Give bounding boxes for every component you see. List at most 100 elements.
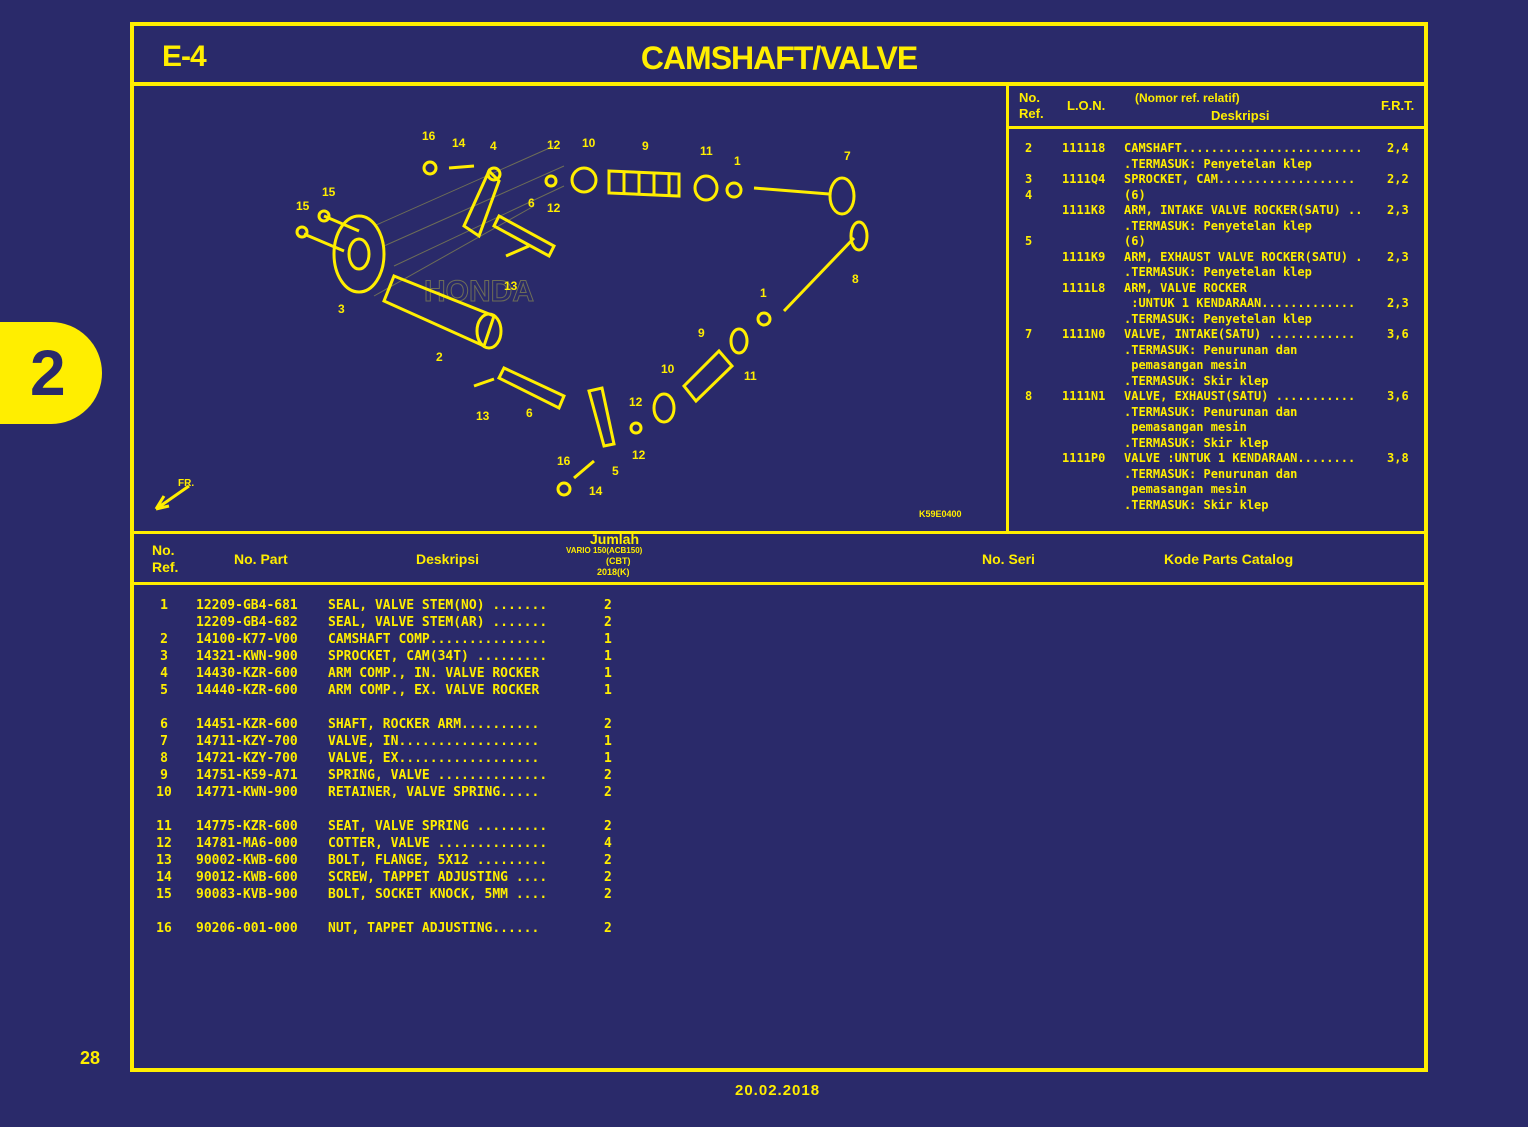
print-date: 20.02.2018 — [735, 1082, 821, 1099]
desc-header: Deskripsi — [1211, 108, 1270, 123]
frt-header: F.R.T. — [1381, 98, 1415, 113]
ref-row: :UNTUK 1 KENDARAAN.............2,3 — [1124, 296, 1409, 310]
ref-row: .TERMASUK: Penurunan dan — [1124, 404, 1298, 419]
no-ref-header: No. Ref. — [152, 542, 179, 575]
callout-6b: 6 — [526, 406, 533, 420]
callout-13b: 13 — [476, 409, 490, 423]
figure-code: K59E0400 — [919, 509, 962, 519]
callout-12d: 12 — [632, 448, 646, 462]
ref-row: 4(6) — [1025, 187, 1146, 202]
ref-row: .TERMASUK: Penyetelan klep — [1124, 218, 1312, 233]
callout-12: 12 — [547, 138, 561, 152]
callout-14: 14 — [452, 136, 466, 150]
reference-table: No. Ref. L.O.N. (Nomor ref. relatif) Des… — [1009, 86, 1424, 531]
callout-12c: 12 — [629, 395, 643, 409]
section-tab-label: 2 — [30, 337, 66, 409]
callout-7: 7 — [844, 149, 851, 163]
title-bar: E-4 CAMSHAFT/VALVE — [134, 26, 1424, 86]
ref-row: pemasangan mesin — [1124, 420, 1247, 434]
callout-4: 4 — [490, 139, 497, 153]
callout-2: 2 — [436, 350, 443, 364]
callout-5: 5 — [612, 464, 619, 478]
page-title: CAMSHAFT/VALVE — [640, 40, 918, 76]
callout-10b: 10 — [661, 362, 675, 376]
callout-1b: 1 — [760, 286, 767, 300]
page-number: 28 — [80, 1048, 101, 1068]
callout-8: 8 — [852, 272, 859, 286]
callout-13: 13 — [504, 279, 518, 293]
callout-12b: 12 — [547, 201, 561, 215]
relative-ref-header: (Nomor ref. relatif) — [1135, 91, 1240, 105]
reference-table-header: No. Ref. L.O.N. (Nomor ref. relatif) Des… — [1009, 86, 1424, 129]
catalog-page-frame: E-4 CAMSHAFT/VALVE HONDA — [130, 22, 1428, 1072]
callout-10: 10 — [582, 136, 596, 150]
callout-9b: 9 — [698, 326, 705, 340]
callout-3: 3 — [338, 302, 345, 316]
front-arrow-label: FR. — [178, 478, 195, 489]
parts-table-header: No. Ref. No. Part Deskripsi Jumlah VARIO… — [134, 531, 1424, 585]
qty-model: VARIO 150(ACB150) — [566, 546, 643, 555]
ref-row: .TERMASUK: Skir klep — [1124, 497, 1269, 512]
lon-header: L.O.N. — [1067, 98, 1106, 113]
ref-row: .TERMASUK: Skir klep — [1124, 373, 1269, 388]
divider-vertical — [1006, 86, 1009, 532]
ref-row: .TERMASUK: Skir klep — [1124, 435, 1269, 450]
qty-year: 2018(K) — [597, 567, 630, 577]
section-code: E-4 — [162, 40, 207, 73]
ref-row: .TERMASUK: Penurunan dan — [1124, 466, 1298, 481]
callout-1: 1 — [734, 154, 741, 168]
part-no-header: No. Part — [234, 551, 288, 567]
divider-horizontal — [134, 531, 1424, 534]
ref-no-header: No. Ref. — [1019, 90, 1044, 121]
callout-9: 9 — [642, 139, 649, 153]
callout-11: 11 — [700, 144, 713, 158]
ref-row: 5(6) — [1025, 234, 1146, 248]
serial-no-header: No. Seri — [982, 551, 1035, 567]
qty-header: Jumlah — [590, 531, 640, 547]
callout-11b: 11 — [744, 369, 757, 383]
ref-row: .TERMASUK: Penyetelan klep — [1124, 156, 1312, 171]
ref-row: .TERMASUK: Penyetelan klep — [1124, 311, 1312, 326]
callout-16: 16 — [422, 129, 436, 143]
callout-6: 6 — [528, 196, 535, 210]
ref-row: .TERMASUK: Penurunan dan — [1124, 342, 1298, 357]
section-tab[interactable]: 2 — [0, 322, 102, 424]
callout-16b: 16 — [557, 454, 571, 468]
callout-14b: 14 — [589, 484, 603, 498]
callout-15b: 15 — [296, 199, 310, 213]
callout-15: 15 — [322, 185, 336, 199]
description-header: Deskripsi — [416, 551, 480, 567]
ref-row: pemasangan mesin — [1124, 358, 1247, 372]
qty-type: (CBT) — [606, 556, 631, 566]
ref-row: pemasangan mesin — [1124, 482, 1247, 496]
exploded-diagram: HONDA — [134, 86, 1006, 531]
svg-text:HONDA: HONDA — [424, 275, 534, 308]
